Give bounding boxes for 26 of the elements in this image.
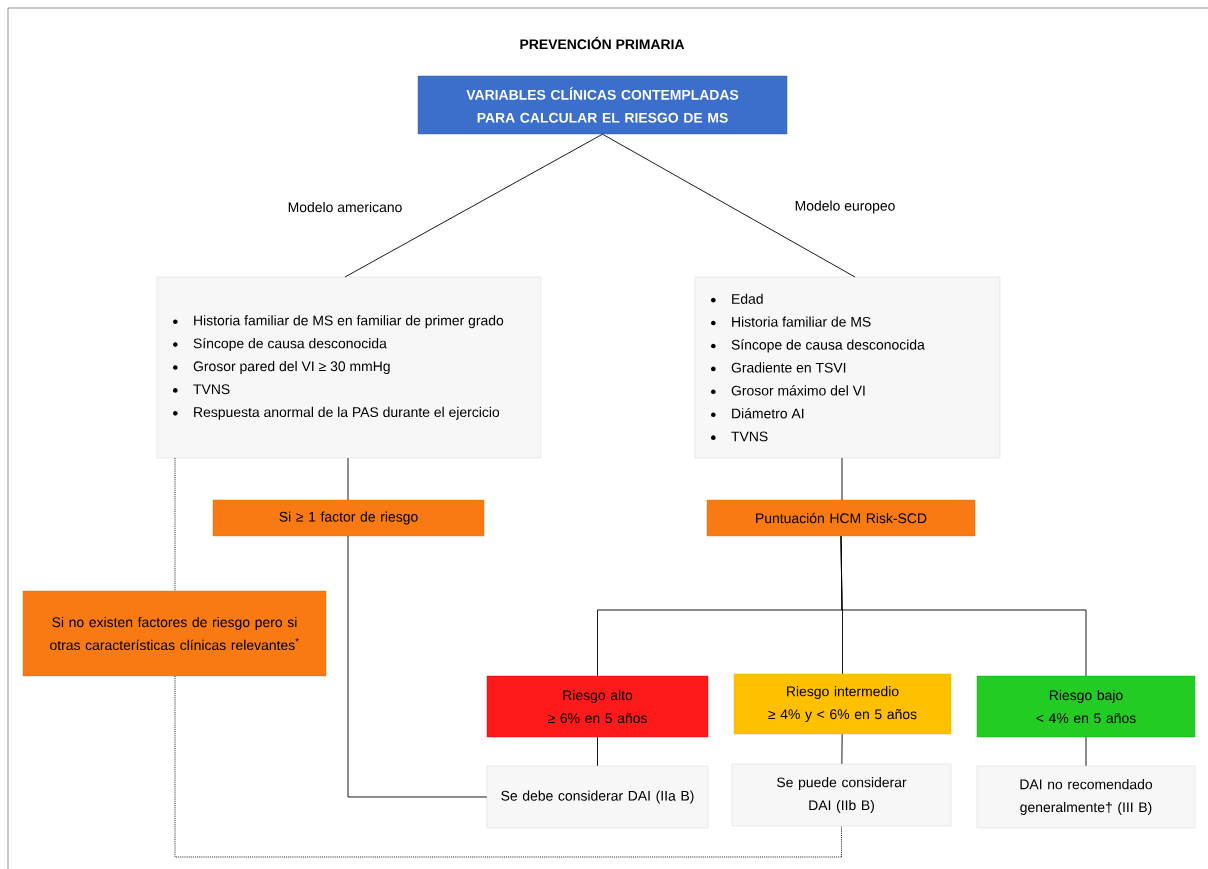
recommendation-box: DAI no recomendado generalmente† (III B) <box>976 765 1196 829</box>
criteria-list-box: Historia familiar de MS en familiar de primer grado Síncope de causa desconocida Grosor pared del VI ≥ 30 mmHg TVNS Respuesta anormal de la PAS durante el ejercicio <box>156 276 542 459</box>
recommendation-box: Se puede considerar DAI (IIb B) <box>731 763 952 827</box>
connector-line <box>174 675 842 858</box>
header-box: VARIABLES CLÍNICAS CONTEMPLADAS PARA CALCULAR EL RIESGO DE MS <box>417 75 788 135</box>
edge-label: Modelo americano <box>286 200 404 214</box>
connector-line <box>1085 736 1087 767</box>
connector-line <box>841 733 843 765</box>
risk-box: Riesgo bajo < 4% en 5 años <box>976 675 1196 738</box>
connector-line <box>602 133 856 278</box>
connector-line <box>840 535 1087 677</box>
diagram-title: PREVENCIÓN PRIMARIA <box>520 36 685 50</box>
connector-line <box>347 535 488 798</box>
criteria-list-box: Edad Historia familiar de MS Síncope de causa desconocida Gradiente en TSVI Grosor máximo del VI Diámetro AI TVNS <box>694 276 1001 459</box>
condition-box: Si ≥ 1 factor de riesgo <box>212 499 485 537</box>
risk-box: Riesgo intermedio ≥ 4% y < 6% en 5 años <box>733 673 952 735</box>
edge-label: Modelo europeo <box>793 199 897 215</box>
condition-box: Si no existen factores de riesgo pero si otras características clínicas relevantes$^{*}$ <box>22 590 327 677</box>
connector-line <box>344 133 603 278</box>
connector-line <box>841 457 843 501</box>
recommendation-box: Se debe considerar DAI (IIa B) <box>486 765 709 829</box>
connector-line <box>174 457 176 592</box>
connector-line <box>597 736 598 767</box>
condition-box: Puntuación HCM Risk-SCD <box>706 499 976 537</box>
connector-line <box>347 457 349 501</box>
risk-box: Riesgo alto ≥ 6% en 5 años <box>486 675 709 738</box>
